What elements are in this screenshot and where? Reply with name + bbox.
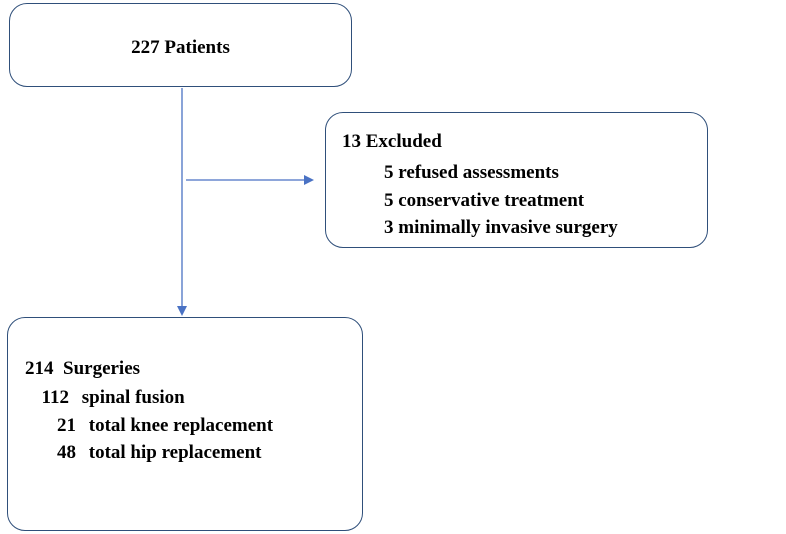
surgeries-heading: 214 Surgeries (25, 358, 140, 380)
surgery-count: 21 (57, 415, 76, 436)
surgery-type: total knee replacement (88, 415, 274, 436)
surgeries-count: 214 (25, 358, 54, 379)
surgery-type: spinal fusion (81, 387, 185, 408)
surgeries-label: Surgeries (63, 358, 141, 379)
surgeries-box: 214 Surgeries 112 spinal fusion 21 total… (7, 317, 363, 531)
excluded-heading: 13 Excluded (342, 131, 442, 152)
patients-box: 227 Patients (9, 3, 352, 87)
excluded-box: 13 Excluded 5 refused assessments 5 cons… (325, 112, 708, 248)
surgery-count: 48 (57, 442, 76, 463)
surgery-row: 21 total knee replacement (33, 415, 273, 437)
excluded-item: 5 refused assessments (384, 162, 559, 183)
excluded-item: 3 minimally invasive surgery (384, 217, 618, 238)
surgery-type: total hip replacement (88, 442, 262, 463)
excluded-item: 5 conservative treatment (384, 190, 585, 211)
patients-label: 227 Patients (131, 37, 230, 58)
surgery-count: 112 (41, 387, 69, 408)
surgery-row: 48 total hip replacement (33, 442, 262, 464)
surgery-row: 112 spinal fusion (33, 387, 185, 409)
